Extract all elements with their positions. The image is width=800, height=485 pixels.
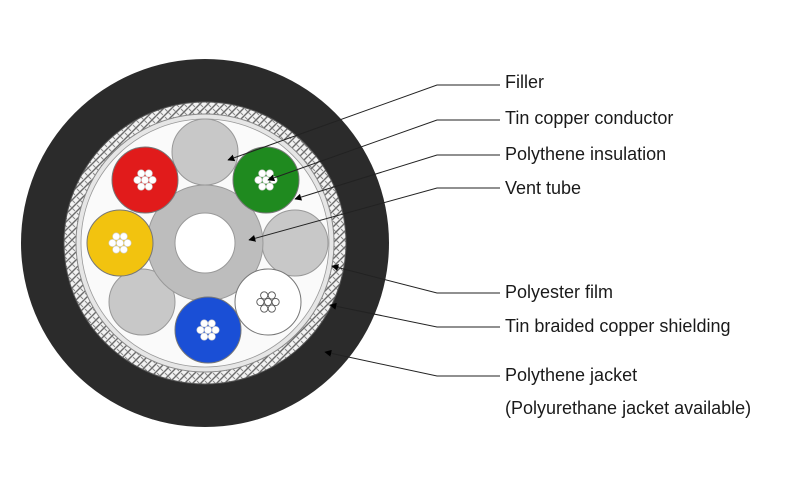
leader-vent-tube — [248, 187, 500, 242]
conductor-strand — [133, 176, 142, 184]
conductor-strand — [265, 169, 274, 178]
label-polythene-insulation: Polythene insulation — [505, 144, 667, 164]
conductor-strand — [207, 332, 216, 341]
label-polythene-jacket: Polythene jacket — [505, 365, 638, 385]
conductor-strand — [108, 239, 117, 247]
conductor-strand — [260, 291, 269, 300]
conductor-strand — [211, 326, 220, 334]
conductor-strand — [141, 176, 149, 184]
filler-bottom-left — [108, 268, 176, 336]
conductor-strand — [112, 245, 121, 254]
leader-jacket — [324, 349, 500, 377]
filler-right — [261, 209, 329, 277]
conductor-strand — [258, 182, 267, 191]
conductor-strand — [200, 319, 209, 328]
conductor-strand — [137, 169, 146, 178]
conductor-strand — [204, 326, 212, 334]
conductor-strand — [254, 176, 263, 184]
leader-polyester-film — [331, 264, 500, 294]
conductor-strand — [260, 304, 269, 313]
conductor-strand — [258, 169, 267, 178]
conductor-strand — [200, 332, 209, 341]
conductor-strand — [271, 297, 280, 307]
label-tin-braided-copper-shielding: Tin braided copper shielding — [505, 316, 731, 336]
core-red — [111, 146, 179, 214]
core-green — [232, 146, 300, 214]
conductor-strand — [267, 291, 276, 300]
conductor-strand — [119, 245, 128, 254]
label-polyester-film: Polyester film — [505, 282, 614, 302]
conductor-strand — [119, 232, 128, 241]
conductor-strand — [263, 297, 273, 307]
leader-conductor — [267, 119, 500, 182]
conductor-strand — [112, 232, 121, 241]
filler-top — [171, 118, 239, 186]
conductor-strand — [144, 169, 153, 178]
label-jacket-note: (Polyurethane jacket available) — [505, 398, 752, 418]
conductor-strand — [137, 182, 146, 191]
conductor-strand — [256, 297, 265, 307]
core-white — [234, 268, 302, 336]
leader-filler — [227, 84, 500, 162]
leader-insulation — [294, 154, 500, 201]
conductor-strand — [196, 326, 205, 334]
conductor-strand — [207, 319, 216, 328]
conductor-strand — [265, 182, 274, 191]
core-yellow — [86, 209, 154, 277]
conductor-strand — [123, 239, 132, 247]
leader-shielding — [329, 302, 500, 328]
conductor-strand — [148, 176, 157, 184]
vent-tube-bore — [174, 212, 236, 274]
core-blue — [174, 296, 242, 364]
conductor-strand — [267, 304, 276, 313]
label-tin-copper-conductor: Tin copper conductor — [505, 108, 674, 128]
label-filler: Filler — [505, 72, 544, 92]
conductor-strand — [144, 182, 153, 191]
label-vent-tube: Vent tube — [505, 178, 582, 198]
conductor-strand — [116, 239, 124, 247]
